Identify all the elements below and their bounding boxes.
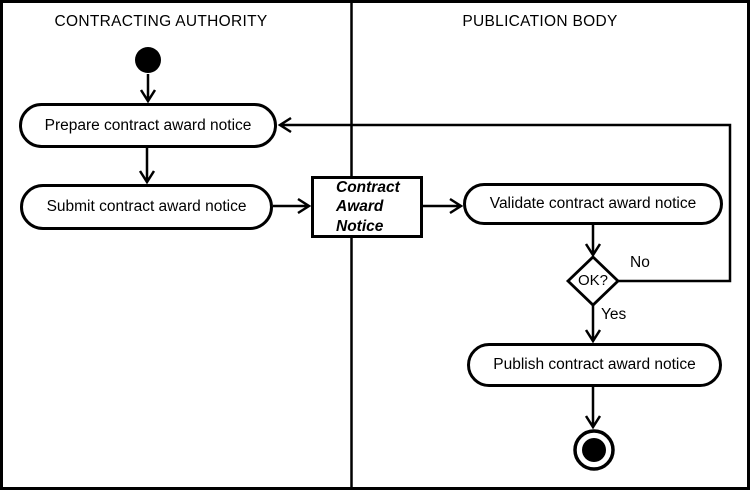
activity-publish-contract-award-notice: Publish contract award notice: [467, 343, 722, 387]
object-label-line3: Notice: [336, 217, 384, 235]
initial-node-icon: [135, 47, 161, 73]
arrow-decision-to-publish: [584, 305, 602, 344]
decision-label-ok: OK?: [577, 272, 608, 289]
final-node-inner-dot-icon: [582, 438, 606, 462]
arrow-publish-to-final: [584, 387, 602, 430]
activity-prepare-contract-award-notice: Prepare contract award notice: [19, 103, 277, 148]
lane-header-publication-body: PUBLICATION BODY: [462, 13, 618, 30]
edge-label-yes: Yes: [601, 306, 627, 323]
object-contract-award-notice: Contract Award Notice: [311, 176, 423, 238]
activity-validate-contract-award-notice: Validate contract award notice: [463, 183, 723, 225]
edge-label-no: No: [630, 254, 650, 271]
decision-diamond: [565, 255, 621, 307]
arrow-start-to-prepare: [139, 74, 157, 104]
arrow-validate-to-decision: [584, 225, 602, 258]
activity-submit-contract-award-notice: Submit contract award notice: [20, 184, 273, 230]
arrow-submit-to-notice: [273, 197, 312, 215]
object-label-line2: Award: [336, 198, 384, 216]
arrow-prepare-to-submit: [138, 148, 156, 185]
arrow-notice-to-validate: [423, 197, 464, 215]
lane-header-contracting-authority: CONTRACTING AUTHORITY: [54, 13, 268, 30]
arrow-no-loop-to-prepare: [277, 116, 732, 283]
object-label-line1: Contract: [336, 178, 400, 196]
